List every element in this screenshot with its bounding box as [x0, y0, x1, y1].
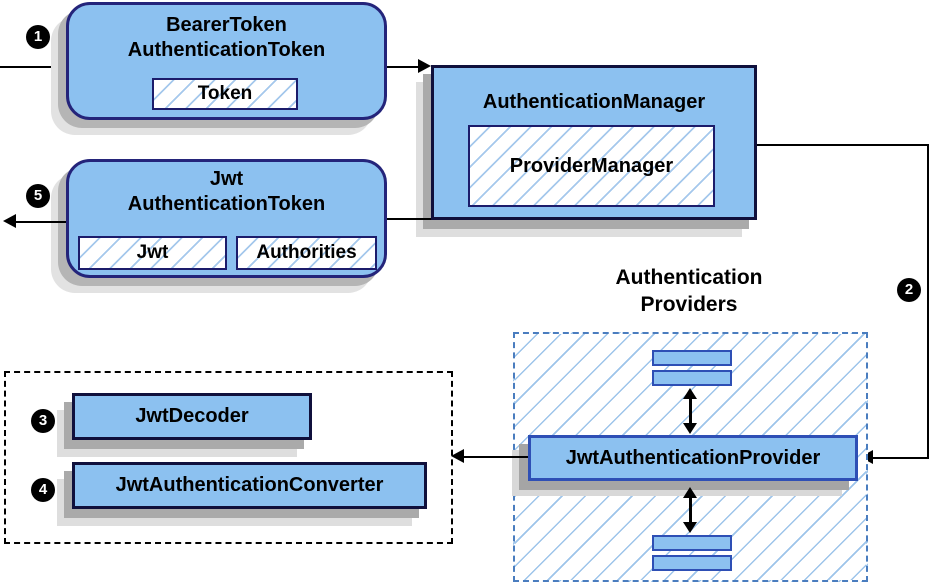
- provider-placeholder-bar: [652, 535, 732, 551]
- node-title-line1: BearerToken: [166, 14, 287, 36]
- connector-manager-to-provider-top: [757, 144, 929, 146]
- step-badge-3: 3: [31, 409, 55, 433]
- node-title: BearerToken AuthenticationToken: [69, 13, 384, 63]
- node-jwt-authentication-provider: JwtAuthenticationProvider: [528, 435, 858, 481]
- provider-placeholder-bar: [652, 370, 732, 386]
- step-badge-5: 5: [26, 184, 50, 208]
- connector-response-out: [15, 221, 66, 223]
- authentication-providers-caption: Authentication Providers: [589, 264, 789, 318]
- connector-manager-to-jwt-token: [387, 218, 431, 220]
- field-token: Token: [152, 78, 298, 110]
- arrowhead-down-icon: [683, 423, 697, 434]
- arrowhead-up-icon: [683, 388, 697, 399]
- connector-provider-to-tools: [463, 456, 528, 458]
- node-jwt-authentication-converter: JwtAuthenticationConverter: [72, 462, 427, 509]
- connector-manager-to-provider-bottom: [872, 457, 929, 459]
- connector-double-arrow-bottom: [689, 496, 692, 522]
- step-badge-4: 4: [31, 478, 55, 502]
- step-badge-2: 2: [897, 278, 921, 302]
- node-title: Jwt AuthenticationToken: [69, 167, 384, 217]
- caption-line2: Providers: [640, 293, 738, 316]
- node-title-line2: AuthenticationToken: [127, 193, 326, 215]
- arrowhead-left-icon: [451, 449, 464, 463]
- connector-bearer-to-manager: [387, 66, 418, 68]
- node-title-line1: Jwt: [209, 168, 244, 190]
- node-title-line2: AuthenticationToken: [127, 39, 326, 61]
- field-provider-manager: ProviderManager: [468, 125, 715, 207]
- node-title: AuthenticationManager: [482, 91, 706, 113]
- arrowhead-left-icon: [3, 214, 16, 228]
- field-jwt: Jwt: [78, 236, 227, 270]
- arrowhead-up-icon: [683, 487, 697, 498]
- node-authentication-manager: AuthenticationManager ProviderManager: [431, 65, 757, 220]
- connector-double-arrow-top: [689, 397, 692, 423]
- connector-request-in: [0, 66, 66, 68]
- caption-line1: Authentication: [615, 266, 763, 289]
- node-jwt-authentication-token: Jwt AuthenticationToken Jwt Authorities: [66, 159, 387, 278]
- node-jwt-decoder: JwtDecoder: [72, 393, 312, 440]
- step-badge-1: 1: [26, 25, 50, 49]
- field-authorities: Authorities: [236, 236, 377, 270]
- arrowhead-right-icon: [418, 59, 431, 73]
- connector-manager-to-provider-vertical: [927, 144, 929, 459]
- arrowhead-down-icon: [683, 522, 697, 533]
- provider-placeholder-bar: [652, 350, 732, 366]
- node-bearer-token-authentication-token: BearerToken AuthenticationToken Token: [66, 2, 387, 120]
- provider-placeholder-bar: [652, 555, 732, 571]
